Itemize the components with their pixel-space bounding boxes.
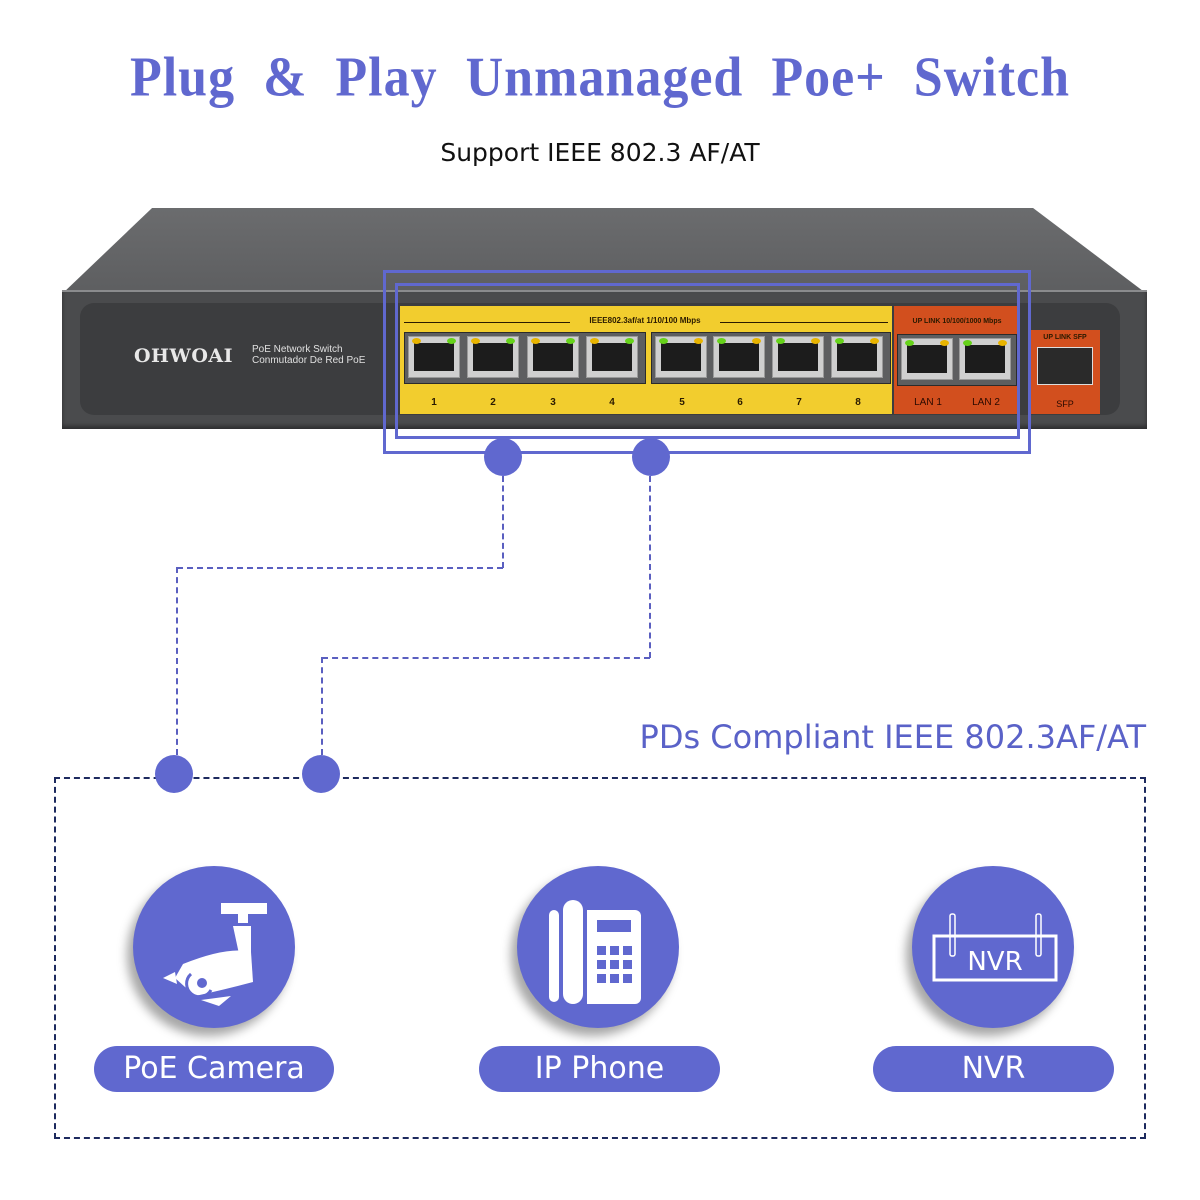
port-label-2: 2 [490,397,496,408]
switch-top-cover [62,208,1147,294]
led-yellow [940,340,949,346]
connector-line-2-vertical [649,476,651,658]
page-title: Plug & Play Unmanaged Poe+ Switch [129,46,1071,109]
poe-port-5[interactable] [655,336,707,378]
led-yellow [998,340,1007,346]
brand-line-1: PoE Network Switch [252,344,343,355]
port-label-8: 8 [855,397,861,408]
port-label-lan1: LAN 1 [914,397,942,408]
port-label-7: 7 [796,397,802,408]
led-yellow [531,338,540,344]
led-yellow [870,338,879,344]
poe-port-1[interactable] [408,336,460,378]
led-green [625,338,634,344]
rj45-jack [778,343,818,371]
led-green [447,338,456,344]
poe-port-3[interactable] [527,336,579,378]
nvr-icon-badge: NVR [912,866,1074,1028]
led-green [905,340,914,346]
pd-section-label: PDs Compliant IEEE 802.3AF/AT [639,718,1146,756]
led-yellow [590,338,599,344]
led-yellow [471,338,480,344]
connector-line-2-drop [321,657,323,755]
brand-description: PoE Network Switch Conmutador De Red PoE [252,344,365,366]
page-subtitle: Support IEEE 802.3 AF/AT [440,138,760,167]
rj45-jack [592,343,632,371]
rj45-jack [719,343,759,371]
port-label-5: 5 [679,397,685,408]
uplink-port-group [897,334,1017,386]
port-label-1: 1 [431,397,437,408]
rj45-jack [965,345,1005,373]
poe-port-7[interactable] [772,336,824,378]
rj45-jack [661,343,701,371]
phone-icon-badge [517,866,679,1028]
led-green [717,338,726,344]
rj45-jack [907,345,947,373]
poe-port-2[interactable] [467,336,519,378]
sfp-section-label: UP LINK SFP [1043,334,1087,341]
device-label-poe-camera: PoE Camera [94,1046,334,1092]
rj45-jack [414,343,454,371]
security-camera-icon [163,903,267,1006]
led-green [506,338,515,344]
connector-line-2-horizontal [322,657,650,659]
camera-icon-badge [133,866,295,1028]
device-poe-camera [133,866,295,1028]
led-yellow [412,338,421,344]
led-green [963,340,972,346]
led-yellow [694,338,703,344]
poe-port-group-1 [404,332,646,384]
connector-line-1-vertical [502,476,504,568]
nvr-icon: NVR [932,913,1058,982]
poe-port-4[interactable] [586,336,638,378]
connector-line-1-drop [176,567,178,755]
led-yellow [811,338,820,344]
rj45-jack [533,343,573,371]
pd-devices-box [54,777,1146,1139]
connector-dot-3 [155,755,193,793]
device-nvr: NVR [912,866,1074,1028]
port-label-6: 6 [737,397,743,408]
device-label-ip-phone: IP Phone [479,1046,720,1092]
uplink-port-lan1[interactable] [901,338,953,380]
brand-line-2: Conmutador De Red PoE [252,355,366,366]
poe-port-6[interactable] [713,336,765,378]
brand-logo: OHWOAI [134,345,234,367]
led-green [835,338,844,344]
connector-line-1-horizontal [177,567,503,569]
uplink-section-label: UP LINK 10/100/1000 Mbps [912,318,1002,325]
led-green [566,338,575,344]
led-green [776,338,785,344]
port-label-3: 3 [550,397,556,408]
port-label-sfp: SFP [1056,399,1074,409]
nvr-icon-text: NVR [967,947,1022,977]
poe-section-label: IEEE802.3af/at 1/10/100 Mbps [570,316,720,325]
device-label-nvr: NVR [873,1046,1114,1092]
highlight-frame-outer [383,270,1031,454]
connector-dot-1 [484,438,522,476]
led-green [659,338,668,344]
desk-phone-icon [549,900,641,1004]
device-ip-phone [517,866,679,1028]
rj45-jack [837,343,877,371]
port-label-lan2: LAN 2 [972,397,1000,408]
uplink-port-lan2[interactable] [959,338,1011,380]
port-label-4: 4 [609,397,615,408]
poe-port-group-2 [651,332,891,384]
connector-dot-4 [302,755,340,793]
poe-port-8[interactable] [831,336,883,378]
led-yellow [752,338,761,344]
rj45-jack [473,343,513,371]
sfp-port[interactable] [1037,347,1093,385]
highlight-frame-inner [395,283,1020,439]
connector-dot-2 [632,438,670,476]
